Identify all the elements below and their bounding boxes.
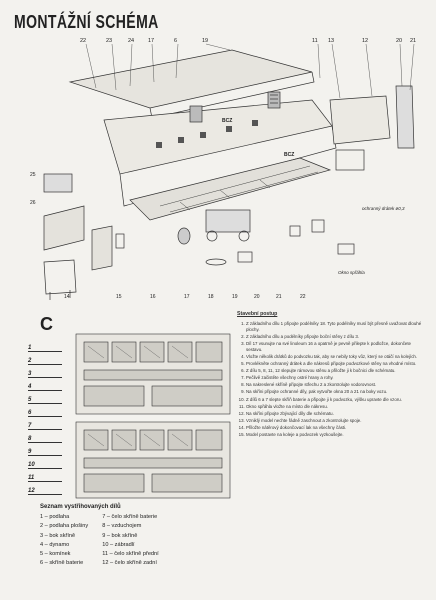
part-item: 8 – vzduchojem [102,523,142,530]
instruction-step: Na skříni připojte zbývající díly dle sc… [246,411,427,417]
section-c-label: C [40,314,53,334]
callout: 20 [254,294,260,300]
parts-column: 7 – čelo skříně baterie 8 – vzduchojem 9… [102,514,159,570]
callout: 12 [362,38,369,44]
bottom-callouts: 14 15 16 17 18 19 20 21 22 [0,294,436,304]
instructions-heading: Stavební postup [237,311,278,317]
instruction-step: Na nakreslené skříně připojte střechu 2 … [246,382,427,388]
part-label: 11 [28,475,62,482]
instruction-step: Díl 17 vsunujte na své linoleum 16 a opa… [246,341,427,353]
part-item: 9 – bok skříně [102,532,138,539]
callout: 14 [64,294,70,300]
part-label: 5 [28,397,62,404]
part-item: 10 – zábradlí [102,541,135,548]
callout: 13 [328,38,335,44]
parts-column: 1 – podlaha 2 – podlaha plošiny 3 – bok … [40,514,88,570]
callout: 22 [300,294,306,300]
callout: 6 [174,38,178,44]
instruction-step: Z základního dílu 1 připojte podélníky 1… [246,321,427,333]
instruction-step: Okno spřáhla vložte na místo dle nákresu… [246,404,427,410]
part-label: 2 [28,358,62,365]
part-item: 5 – komínek [40,551,71,558]
instruction-step: Z dílů 6 a 7 slepte skříň baterie a přip… [246,397,427,403]
part-label: 10 [28,462,62,469]
callout: 22 [80,38,87,44]
coupler-window-label: Okno spřáhla [338,270,365,275]
part-item: 6 – skříně baterie [40,560,84,567]
top-callouts: 22 23 24 17 6 19 11 13 12 20 21 [0,38,436,52]
part-label: 12 [28,488,62,495]
parts-list: Seznam vystřihovaných dílů 1 – podlaha 2… [40,504,230,570]
part-label: 6 [28,410,62,417]
part-item: 12 – čelo skříně zadní [102,560,157,567]
instructions-list: Z základního dílu 1 připojte podélníky 1… [237,321,427,438]
part-label: 7 [28,423,62,430]
callout: 11 [312,38,318,44]
instruction-step: Na skříni připojte ochranné díly, pak vy… [246,389,427,395]
callout: 17 [184,294,190,300]
part-item: 4 – dynamo [40,541,70,548]
part-item: 7 – čelo skříně baterie [102,514,158,520]
bcz-label: BCZ [284,152,295,158]
instruction-step: Model postavte na koleje a podvozek vyzk… [246,432,427,438]
part-label: 9 [28,449,62,456]
callout: 21 [410,38,417,44]
instruction-step: Provlékněte ochranný drátek a dle nákres… [246,361,427,367]
instruction-step: Přiložte nátěrový dokončovací lak na vše… [246,425,427,431]
part-label: 3 [28,371,62,378]
callout: 25 [30,172,36,178]
part-label: 1 [28,345,62,352]
part-item: 1 – podlaha [40,514,70,520]
callout: 24 [128,38,135,44]
part-item: 2 – podlaha plošiny [40,523,89,530]
wire-label: ochranný drátek ø0,3 [362,206,405,211]
part-item: 3 – bok skříně [40,532,76,539]
part-item: 11 – čelo skříně přední [102,551,159,558]
parts-list-heading: Seznam vystřihovaných dílů [40,504,121,510]
instruction-step: Z dílu 5, 8, 11, 12 slepujte rámovou stě… [246,368,427,374]
bcz-label: BCZ [222,118,233,124]
callout: 20 [396,38,403,44]
callout: 23 [106,38,113,44]
page-title: MONTÁŽNÍ SCHÉMA [14,12,159,32]
callout: 18 [208,294,214,300]
callout: 17 [148,38,155,44]
callout: 26 [30,200,36,206]
part-label: 8 [28,436,62,443]
instruction-step: Z základního dílu a podélníky připojte b… [246,334,427,340]
part-label: 4 [28,384,62,391]
callout: 19 [232,294,238,300]
instruction-step: Vložte několik drátků do podvozku tak, a… [246,354,427,360]
callout: 21 [276,294,282,300]
callout: 15 [116,294,122,300]
assembly-diagram [43,43,415,300]
callout: 19 [202,38,209,44]
instruction-step: Vzniklý model nechte řádně zaschnout a z… [246,418,427,424]
part-label-list: 1 2 3 4 5 6 7 8 9 10 11 12 [28,345,68,505]
cutout-sheet-diagram [75,333,231,499]
instruction-step: Pečlivě začistěte všechny ostré hrany a … [246,375,427,381]
instructions: Stavební postup Z základního dílu 1 přip… [237,311,427,439]
callout: 16 [150,294,156,300]
